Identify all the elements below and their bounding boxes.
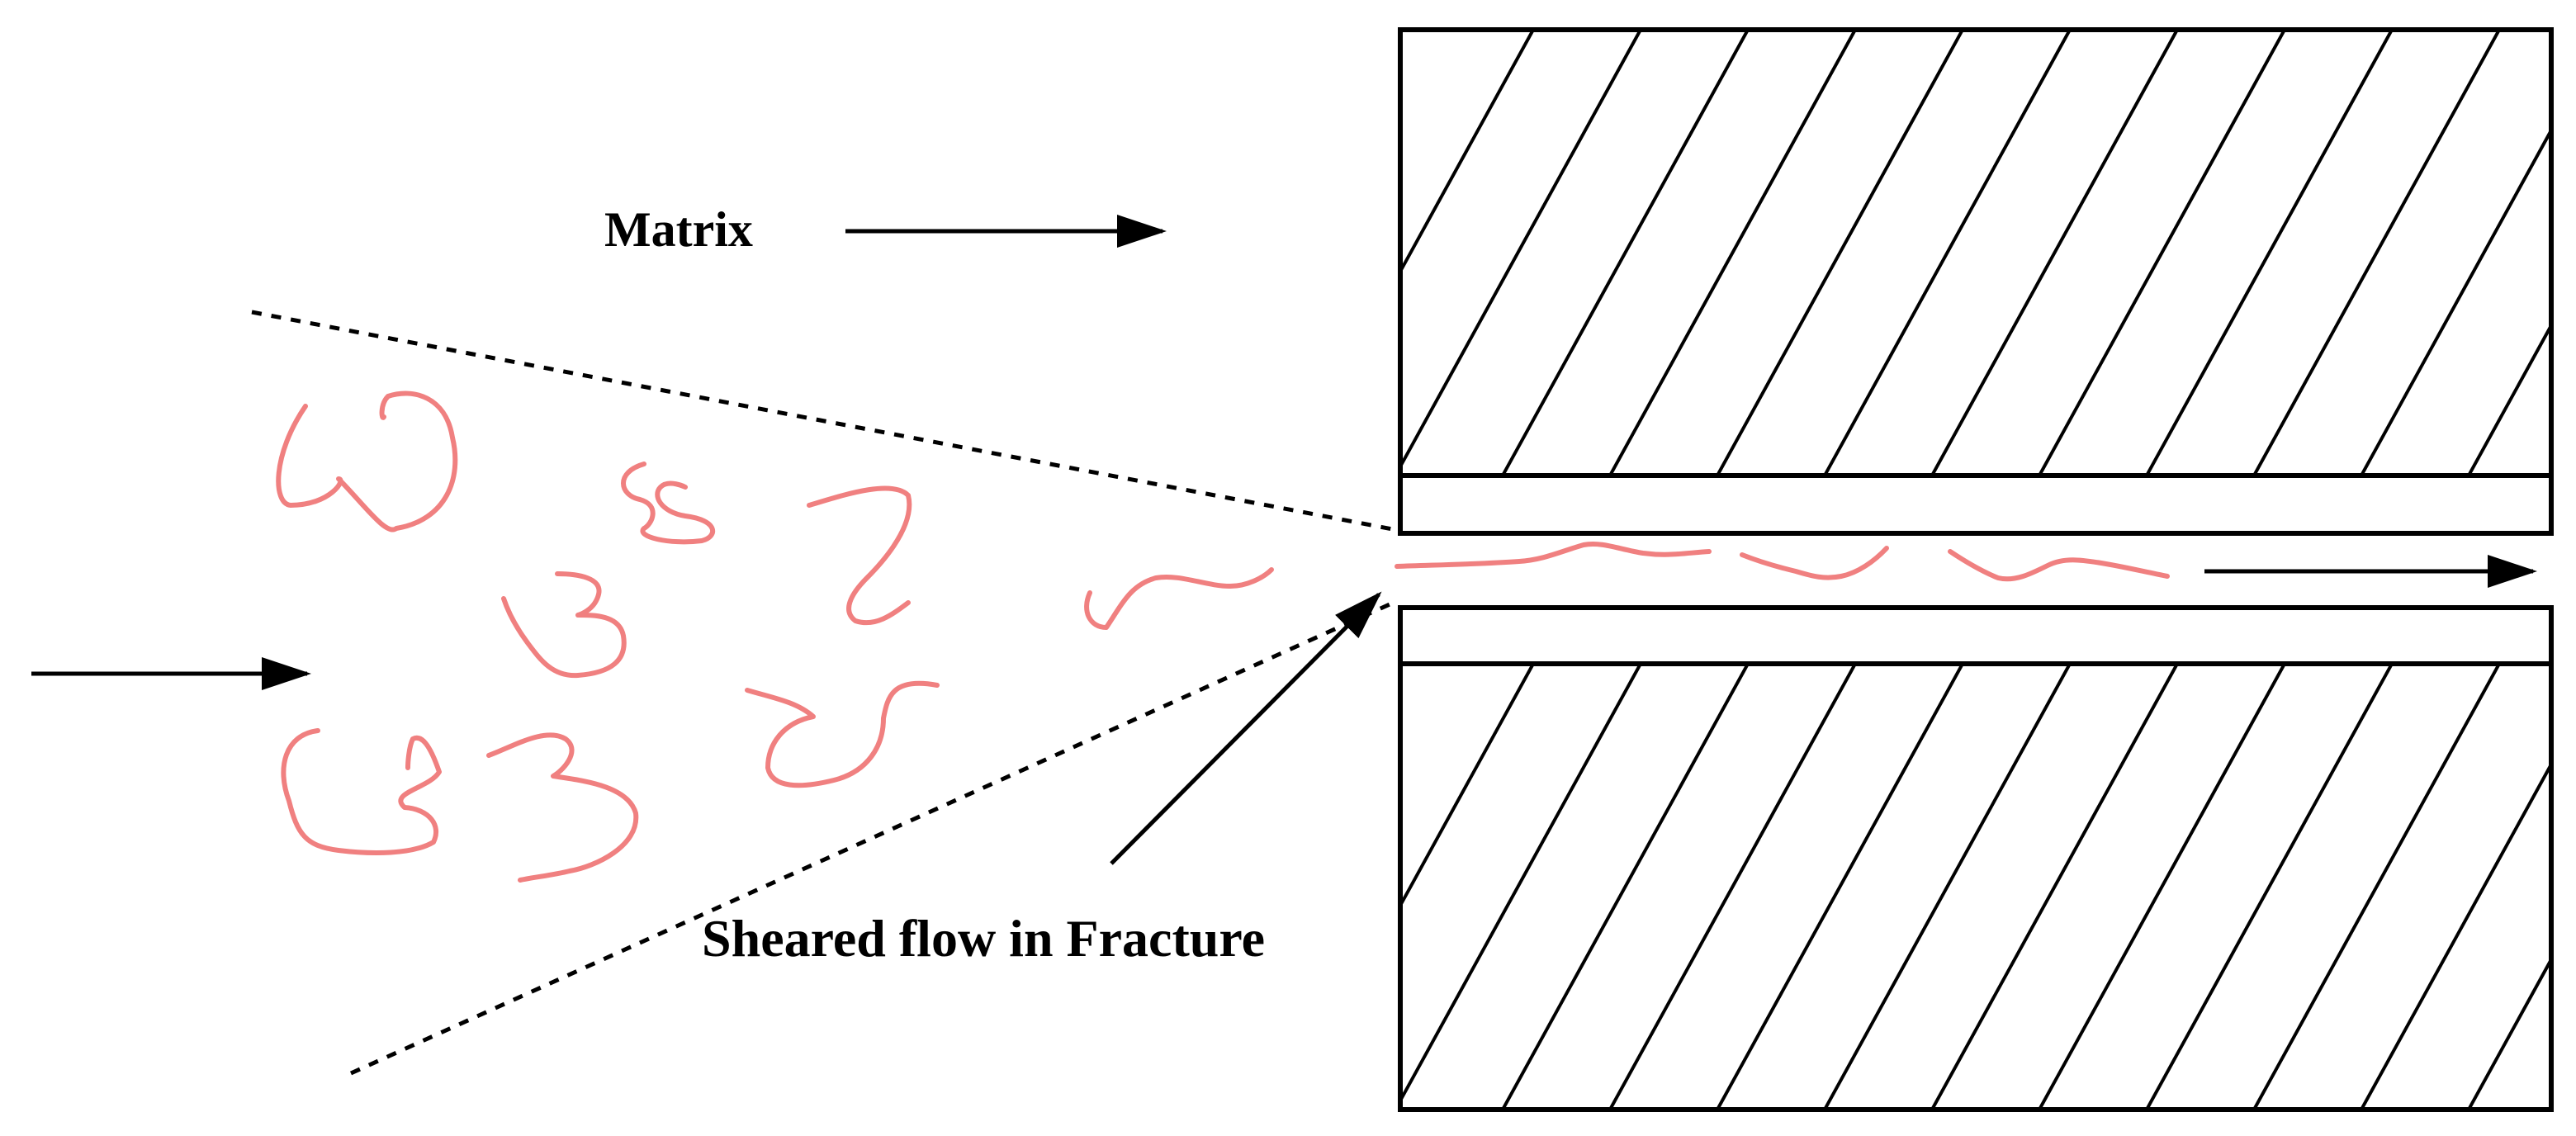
hatch-line [1823, 664, 2072, 1110]
hatch-line [1930, 664, 2179, 1110]
polymer-coil-4 [501, 571, 627, 679]
hatch-line [2038, 30, 2286, 476]
hatch-line [1608, 30, 1857, 476]
hatch-line [1400, 30, 1535, 275]
polymer-coil-1 [276, 390, 458, 532]
coiled-polymer-chains [276, 390, 1274, 883]
hatch-line [1501, 30, 1750, 476]
hatch-line [1501, 664, 1750, 1110]
hatch-line [2360, 130, 2550, 476]
hatch-line [1400, 30, 1642, 471]
polymer-coil-2 [621, 462, 716, 545]
hatch-line [2360, 764, 2550, 1110]
funnel-upper-dashed-line [251, 310, 1398, 532]
matrix-block-top [1398, 27, 2554, 536]
hatch-line [2145, 664, 2394, 1110]
sheared-flow-label: Sheared flow in Fracture [702, 909, 1265, 968]
hatch-line [1716, 664, 1964, 1110]
hatch-line [2038, 664, 2286, 1110]
hatch-pattern-bottom [1400, 664, 2550, 1110]
matrix-label: Matrix [604, 202, 753, 257]
polymer-coil-7 [486, 732, 639, 883]
stretched-chain-3 [1948, 549, 2170, 582]
stretched-chain-2 [1740, 546, 1889, 580]
sheared-flow-pointer-arrow [1110, 591, 1382, 865]
hatch-line [1400, 664, 1642, 1105]
hatch-line [2252, 664, 2501, 1110]
hatch-line [1823, 30, 2072, 476]
hatch-line [2467, 958, 2550, 1110]
stretched-polymer-chains [1395, 542, 2170, 582]
hatch-line [1716, 30, 1964, 476]
hatch-line [2145, 30, 2394, 476]
hatch-pattern-top [1400, 30, 2550, 476]
polymer-coil-5 [1084, 567, 1274, 630]
hatch-line [2252, 30, 2501, 476]
polymer-coil-8 [745, 680, 940, 788]
polymer-coil-6 [281, 728, 442, 855]
hatch-line [2467, 324, 2550, 476]
hatch-line [1400, 664, 1535, 909]
hatch-line [1930, 30, 2179, 476]
hatch-line [1608, 664, 1857, 1110]
polymer-coil-3 [807, 485, 912, 626]
stretched-chain-1 [1395, 542, 1712, 569]
matrix-block-bottom [1398, 605, 2554, 1112]
funnel-lower-dashed-line [349, 599, 1399, 1076]
